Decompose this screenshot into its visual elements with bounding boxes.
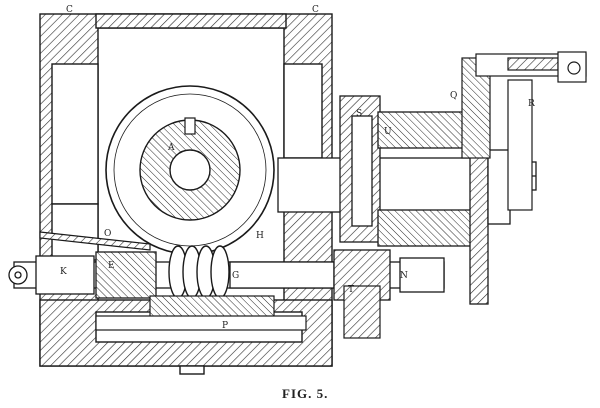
adjusting-lever [461, 51, 587, 211]
label-p: P [222, 321, 228, 331]
label-s: S [356, 109, 362, 119]
label-q: Q [450, 91, 457, 101]
label-t: T [348, 285, 354, 295]
label-c-left: C [66, 5, 73, 15]
label-c-right: C [312, 5, 319, 15]
label-a: A [167, 143, 175, 153]
label-g: G [232, 271, 239, 281]
clamp-lever [39, 231, 151, 251]
label-r: R [528, 99, 535, 109]
label-n: N [400, 271, 408, 281]
worm-shaft [8, 245, 445, 301]
worm-wheel [105, 85, 275, 255]
label-o: O [104, 229, 111, 239]
label-k: K [60, 267, 67, 277]
worm [168, 245, 230, 299]
end-flange [343, 285, 381, 339]
label-h: H [256, 231, 264, 241]
slide-block [95, 295, 307, 331]
label-e: E [108, 261, 115, 271]
label-u: U [384, 127, 392, 137]
figure-caption: FIG. 5. [282, 386, 328, 401]
